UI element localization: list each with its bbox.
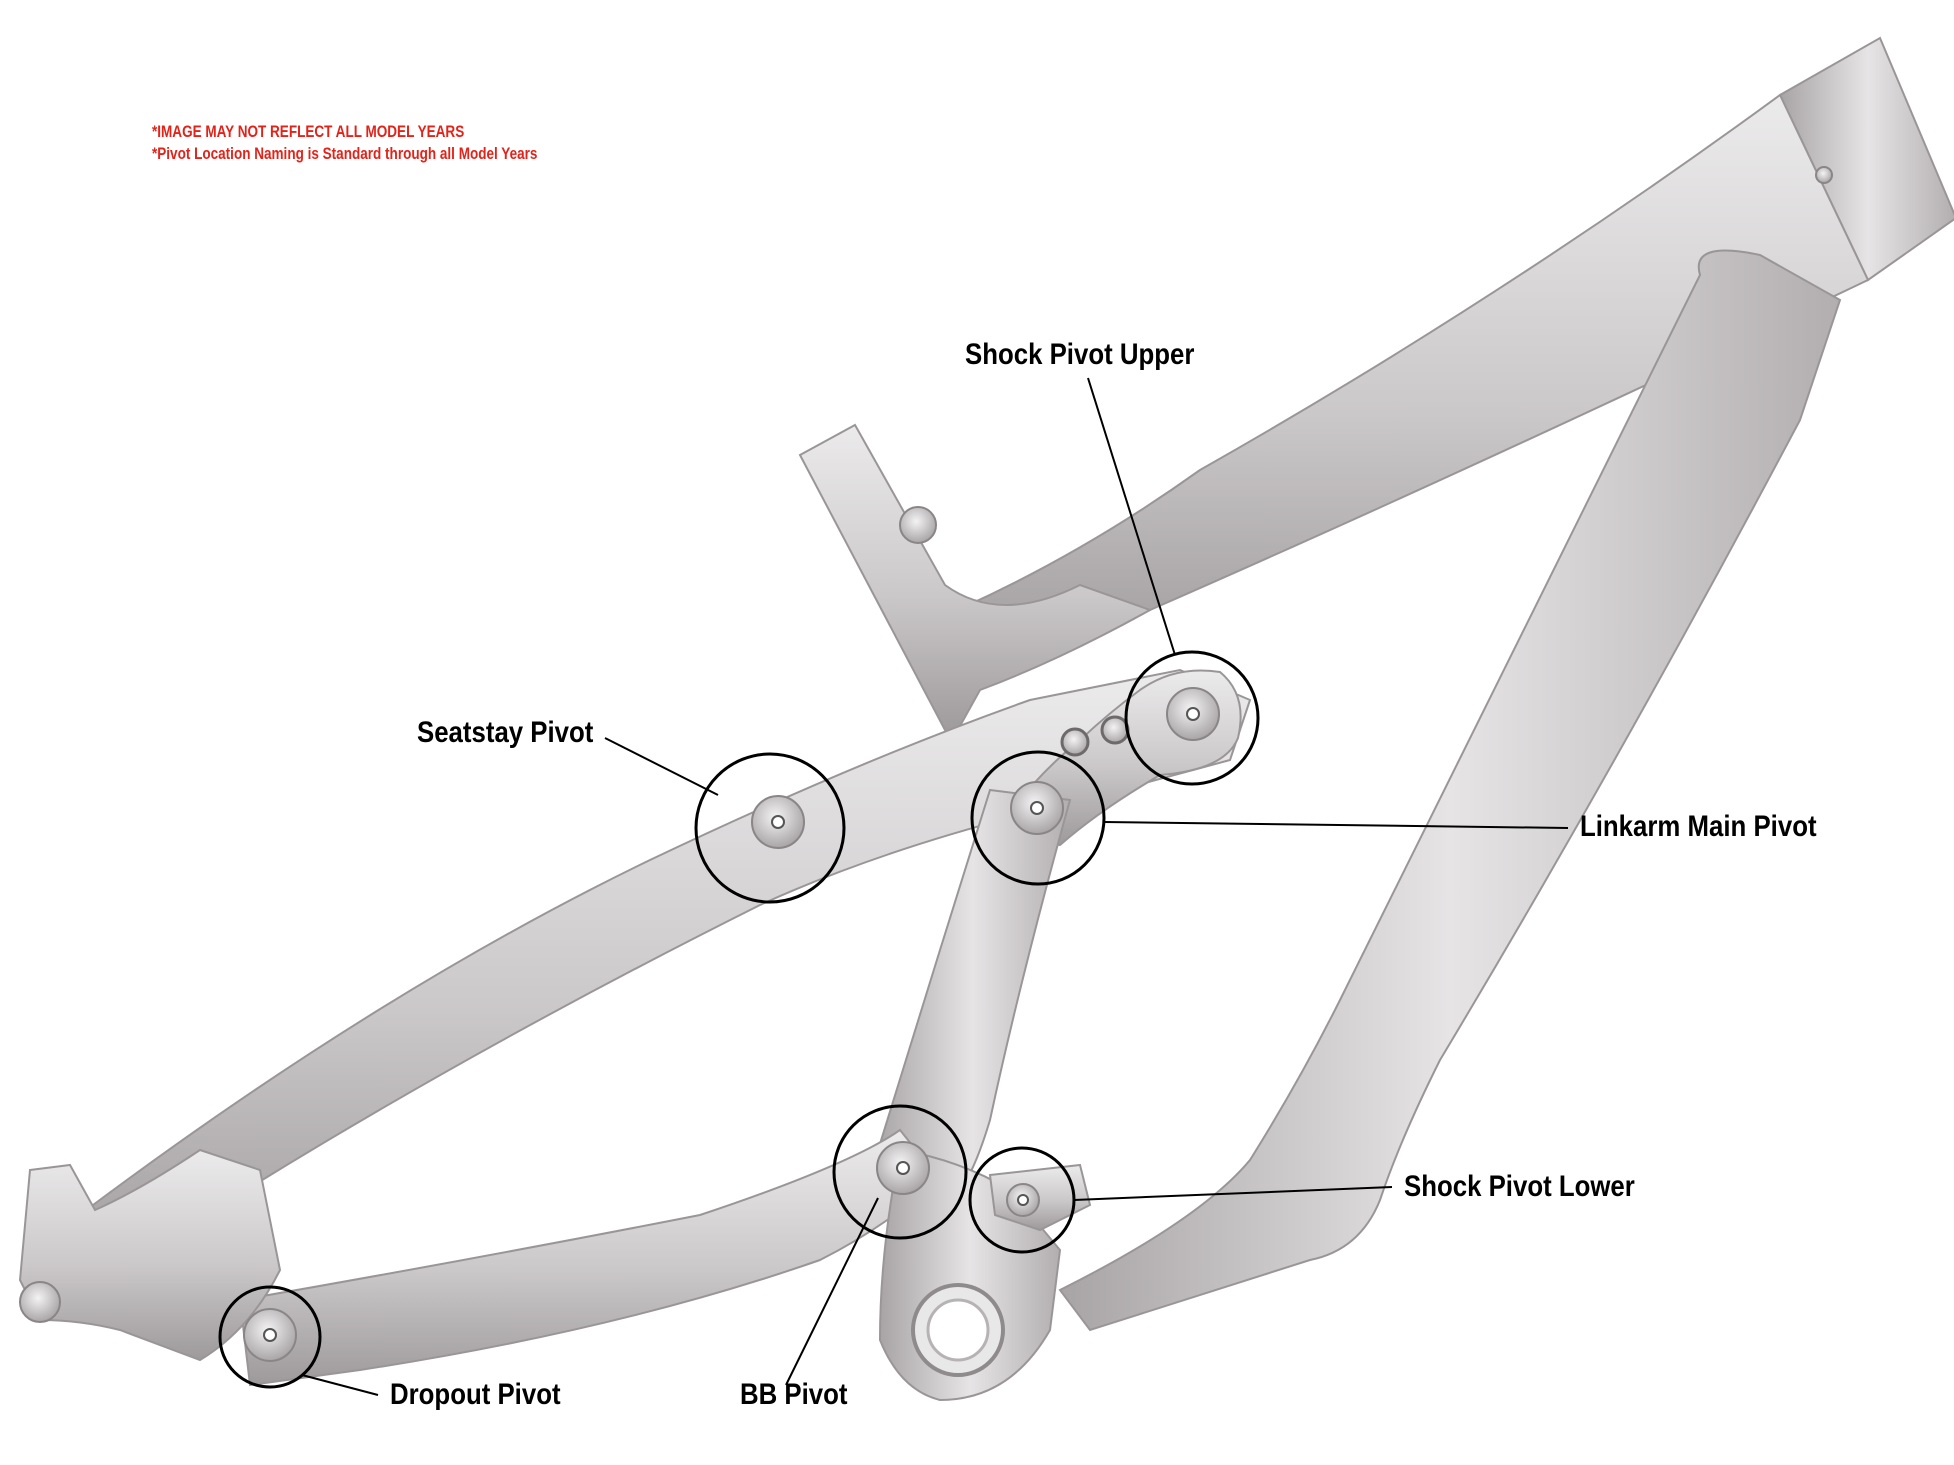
linkarm-main-pivot-label: Linkarm Main Pivot	[1580, 810, 1817, 843]
linkarm-main-pivot-leader	[1103, 821, 1569, 829]
bb-pivot-leader	[785, 1197, 879, 1386]
dropout-pivot-label: Dropout Pivot	[390, 1378, 561, 1411]
frame	[18, 36, 1954, 1402]
seat-tube-top	[798, 423, 1153, 737]
shock-pivot-upper-circle	[1124, 650, 1260, 786]
seatstay-pivot-leader	[604, 737, 719, 796]
seatstay	[38, 668, 1252, 1292]
shock-pivot-upper-leader	[1087, 377, 1176, 656]
seatstay-pivot-circle	[694, 752, 846, 904]
down-tube	[1058, 249, 1842, 1332]
linkarm-main-pivot-circle	[970, 750, 1106, 886]
seatstay-pivot-label: Seatstay Pivot	[417, 716, 594, 749]
bb-pivot-circle	[832, 1104, 968, 1240]
shock-pivot-lower-label: Shock Pivot Lower	[1404, 1170, 1635, 1203]
dropout-pivot-circle	[218, 1285, 322, 1389]
dropout-pivot-leader	[301, 1374, 379, 1396]
bolts	[19, 166, 1833, 1362]
shock-pivot-lower-leader	[1073, 1186, 1393, 1201]
shock-pivot-upper-label: Shock Pivot Upper	[965, 338, 1195, 371]
rear-dropout	[18, 1148, 282, 1362]
disclaimer-line-1: *IMAGE MAY NOT REFLECT ALL MODEL YEARS	[152, 123, 465, 141]
seat-tube-lower	[873, 788, 1072, 1192]
leader-lines	[301, 377, 1569, 1396]
disclaimer-line-2: *Pivot Location Naming is Standard throu…	[152, 145, 538, 163]
bb-pivot-label: BB Pivot	[740, 1378, 848, 1411]
